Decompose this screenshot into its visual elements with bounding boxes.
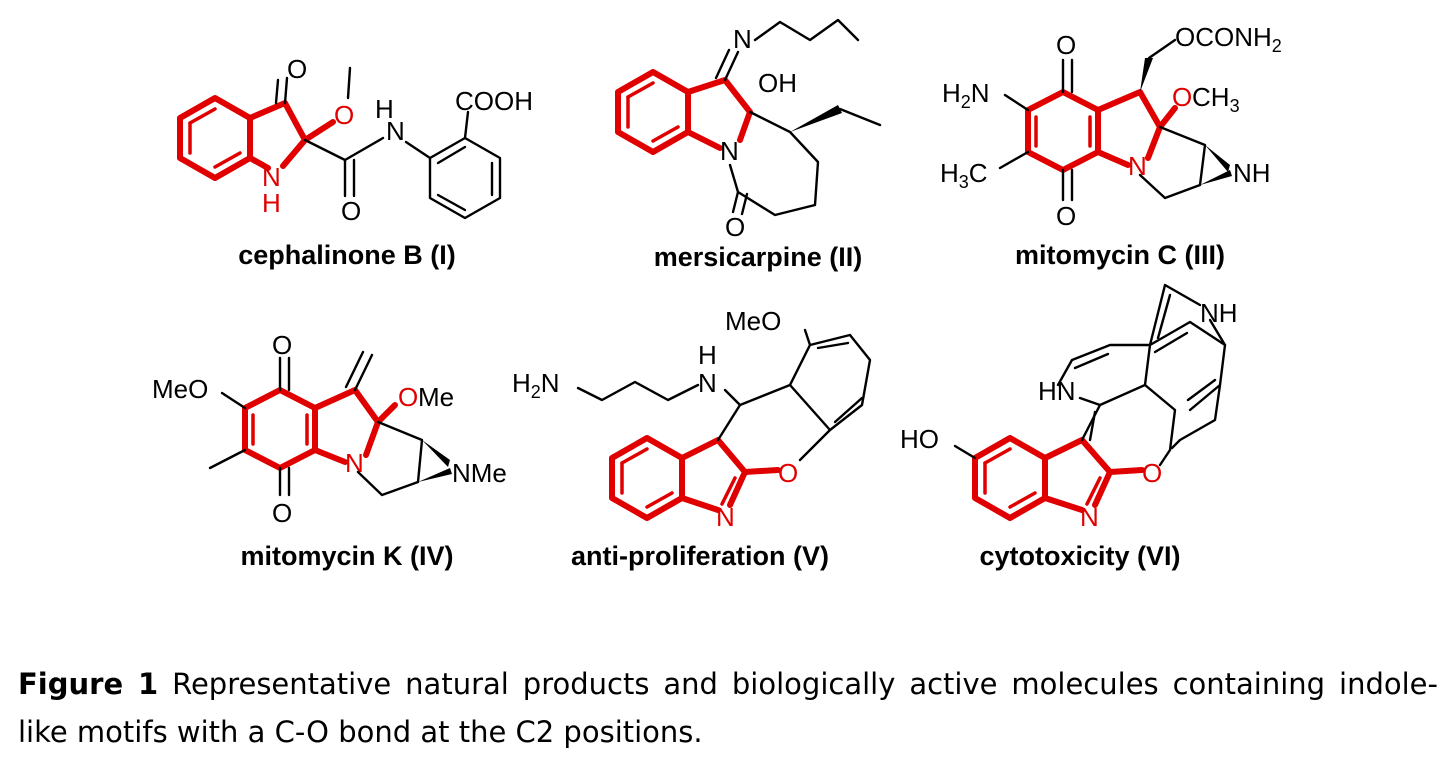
atom-o: O — [287, 54, 307, 84]
atom-o: O — [778, 458, 798, 488]
atom-nh: NH — [1233, 158, 1271, 188]
atom-h: H — [262, 188, 281, 218]
atom-hn: HN — [1038, 376, 1076, 406]
compound-name: anti-proliferation (V) — [571, 541, 829, 571]
atom-n: N — [1128, 151, 1147, 181]
atom-meo: MeO — [725, 306, 781, 336]
structure-cytotoxicity: N O HO NH HN cytotoxicity (VI) — [900, 283, 1238, 571]
structure-anti-proliferation: N O MeO N H H2N anti-proliferation (V) — [512, 306, 872, 571]
atom-o: O — [341, 196, 361, 226]
atom-h: H — [375, 94, 394, 124]
atom-meo: MeO — [152, 374, 208, 404]
structure-mitomycin-c: N O O H2N H3C OCONH2 O CH3 NH mitomycin … — [940, 22, 1282, 270]
atom-n: N — [386, 116, 405, 146]
atom-o: O — [1056, 201, 1076, 231]
atom-n: N — [345, 448, 364, 478]
atom-o: O — [398, 382, 418, 412]
atom-h2n: H2N — [942, 78, 990, 112]
figure-caption: Figure 1 Representative natural products… — [18, 660, 1438, 756]
atom-n: N — [720, 136, 739, 166]
figure-structures: O O N H O N H COOH cephalinone B (I) N — [152, 18, 1282, 571]
atom-o: O — [334, 100, 354, 130]
compound-name: cytotoxicity (VI) — [979, 541, 1180, 571]
atom-cooh: COOH — [455, 86, 533, 116]
atom-n: N — [262, 162, 281, 192]
atom-ch3: CH3 — [1192, 82, 1240, 116]
atom-o: O — [1056, 30, 1076, 60]
structure-mersicarpine: N N OH O mersicarpine (II) — [615, 18, 882, 272]
atom-nh: NH — [1200, 298, 1238, 328]
atom-me: Me — [418, 382, 454, 412]
atom-h: H — [698, 340, 717, 370]
atom-nme: NMe — [452, 458, 507, 488]
compound-name: mitomycin K (IV) — [240, 541, 453, 571]
atom-o: O — [272, 330, 292, 360]
atom-h2n: H2N — [512, 368, 560, 402]
caption-text: Representative natural products and biol… — [18, 667, 1438, 749]
atom-n: N — [716, 502, 735, 532]
structure-mitomycin-k: N O O MeO O Me NMe mitomycin K (IV) — [152, 330, 507, 571]
atom-n: N — [733, 24, 752, 54]
atom-h3c: H3C — [940, 158, 988, 192]
atom-ho: HO — [900, 424, 939, 454]
atom-n: N — [698, 368, 717, 398]
compound-name: cephalinone B (I) — [238, 240, 456, 270]
atom-n: N — [1080, 502, 1099, 532]
atom-ocoNH2: OCONH2 — [1175, 22, 1282, 56]
structure-cephalinone-b: O O N H O N H COOH cephalinone B (I) — [177, 54, 533, 270]
compound-name: mitomycin C (III) — [1015, 240, 1225, 270]
atom-oh: OH — [758, 68, 797, 98]
atom-o: O — [272, 498, 292, 528]
compound-name: mersicarpine (II) — [654, 242, 863, 272]
atom-och3: O — [1172, 82, 1192, 112]
figure-label: Figure 1 — [18, 667, 159, 701]
atom-o: O — [725, 212, 745, 242]
atom-o: O — [1142, 458, 1162, 488]
